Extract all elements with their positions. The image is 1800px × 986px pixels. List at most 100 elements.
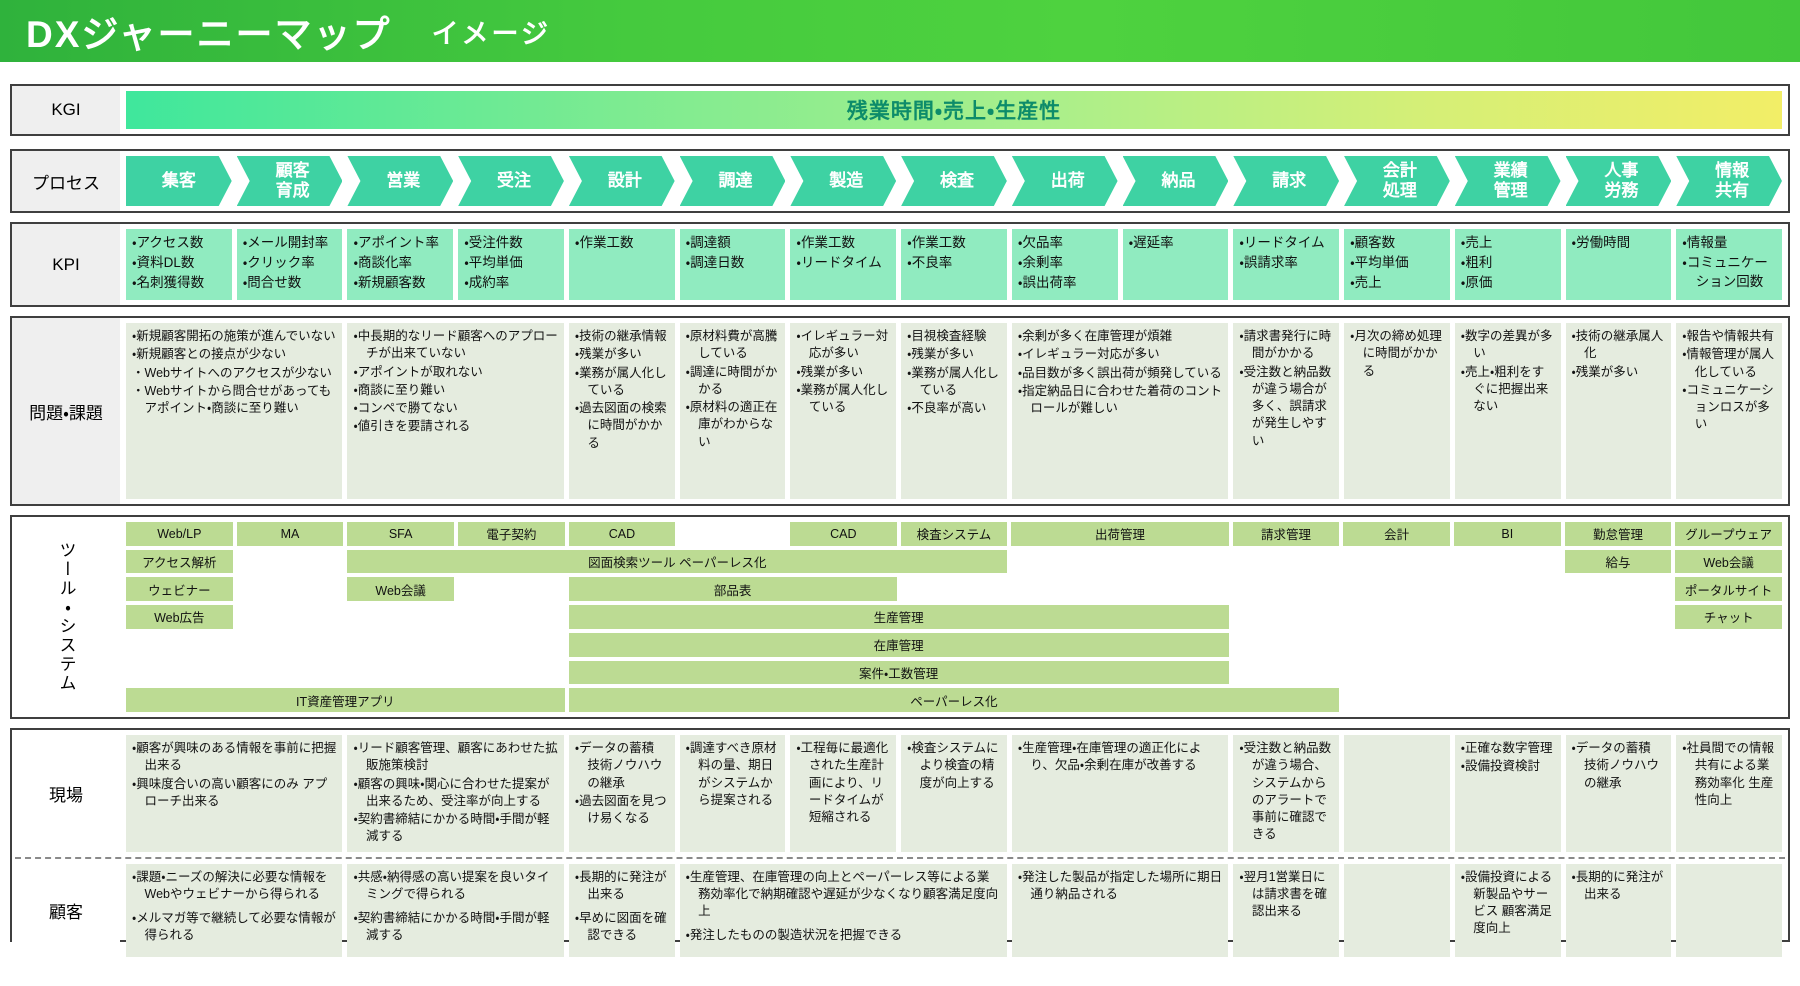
field-cell-4: ・調達すべき原材料の量、期日がシステムから提案される — [679, 735, 786, 852]
customer-item: ・課題・ニーズの解決に必要な情報をWebやウェビナーから得られる — [132, 869, 328, 901]
customer-cell-9: ・長期的に発注が出来る — [1565, 863, 1672, 957]
customer-item: ・翌月1営業日には請求書を確認出来る — [1239, 869, 1327, 919]
customer-cell-8: ・設備投資による新製品やサービス 顧客満足度向上 — [1454, 863, 1561, 957]
problem-item: ・報告や情報共有 — [1682, 329, 1775, 343]
kpi-item: ・余剰率 — [1017, 254, 1063, 270]
kpi-item: ・クリック率 — [242, 254, 315, 270]
process-step-14: 人事 労務 — [1566, 156, 1672, 206]
kpi-item: ・アポイント率 — [353, 235, 440, 250]
tool-chip-16: 給与 — [1564, 549, 1672, 574]
process-step-10: 納品 — [1123, 156, 1229, 206]
problem-cell-12: ・報告や情報共有・情報管理が属人化している・コミュニケーションロスが多い — [1676, 323, 1782, 499]
problem-item: ・不良率が高い — [907, 401, 987, 415]
problem-cell-4: ・原材料費が高騰している・調達に時間がかかる・原材料の適正在庫がわからない — [679, 323, 786, 499]
title-bar: DXジャーニーマップ イメージ — [0, 0, 1800, 62]
field-item: ・検査システムにより検査の精度が向上する — [907, 741, 999, 790]
process-step-13: 業績 管理 — [1455, 156, 1561, 206]
process-step-11: 請求 — [1233, 156, 1339, 206]
problem-item: ・指定納品日に合わせた着荷のコントロールが難しい — [1017, 383, 1223, 415]
kpi-cell-10: ・遅延率 — [1122, 229, 1229, 300]
field-cell-5: ・工程毎に最適化された生産計画により、リードタイムが短縮される — [790, 735, 897, 852]
problem-item: ・コンペで勝てない — [353, 401, 458, 415]
customer-cell-6: ・翌月1営業日には請求書を確認出来る — [1233, 863, 1340, 957]
kpi-item: ・遅延率 — [1128, 235, 1174, 250]
kpi-item: ・リードタイム — [796, 254, 882, 270]
process-step-5: 設計 — [569, 156, 675, 206]
problem-cell-10: ・数字の差異が多い・売上・粗利をすぐに把握出来ない — [1454, 323, 1561, 499]
field-item: ・生産管理・在庫管理の適正化により、欠品・余剰在庫が改善する — [1017, 741, 1202, 773]
tool-chip-14: アクセス解析 — [126, 549, 233, 574]
customer-row-label: 顧客 — [12, 858, 120, 962]
problem-cell-8: ・請求書発行に時間がかかる・受注数と納品数が違う場合が多く、誤請求が発生しやすい — [1233, 323, 1340, 499]
problem-item: ・月次の締め処理に時間がかかる — [1350, 329, 1442, 378]
kpi-item: ・原価 — [1460, 274, 1493, 290]
field-item: ・リード顧客管理、顧客にあわせた拡販施策検討 — [353, 741, 558, 773]
field-cell-10: ・正確な数字管理・設備投資検討 — [1454, 735, 1561, 852]
kpi-item: ・平均単価 — [1350, 254, 1409, 270]
process-step-8: 検査 — [901, 156, 1007, 206]
kpi-cell-2: ・メール開封率・クリック率・問合せ数 — [236, 229, 343, 300]
kpi-item: ・資料DL数 — [132, 254, 195, 270]
field-cell-3: ・データの蓄積 技術ノウハウの継承・過去図面を見つけ易くなる — [568, 735, 675, 852]
problems-row-label: 問題・課題 — [12, 318, 120, 504]
field-item: ・契約書締結にかかる時間・手間が軽減する — [353, 812, 550, 844]
field-subrow: 現場 ・顧客が興味のある情報を事前に把握出来る・興味度合いの高い顧客にのみ アプ… — [12, 730, 1788, 857]
kpi-item: ・メール開封率 — [242, 235, 329, 250]
customer-subrow: 顧客 ・課題・ニーズの解決に必要な情報をWebやウェビナーから得られる・メルマガ… — [12, 858, 1788, 962]
tool-chip-12: 勤怠管理 — [1564, 522, 1672, 546]
field-cell-9 — [1344, 735, 1450, 852]
tool-chip-4: 電子契約 — [457, 522, 565, 546]
process-step-4: 受注 — [458, 156, 564, 206]
field-item: ・顧客が興味のある情報を事前に把握出来る — [132, 741, 337, 773]
kpi-cell-9: ・欠品率・余剰率・誤出荷率 — [1011, 229, 1118, 300]
tool-chip-15: 図面検索ツール ペーパーレス化 — [347, 549, 1008, 574]
field-item: ・過去図面を見つけ易くなる — [574, 793, 667, 825]
tool-chip-25: 在庫管理 — [568, 632, 1229, 657]
field-item: ・興味度合いの高い顧客にのみ アプローチ出来る — [132, 776, 328, 808]
problem-cell-3: ・技術の継承情報・残業が多い・業務が属人化している・過去図面の検索に時間がかかる — [568, 323, 675, 499]
problem-item: ・情報管理が属人化している — [1682, 347, 1775, 379]
problem-item: ・原材料の適正在庫がわからない — [685, 400, 778, 449]
problem-item: ・商談に至り難い — [353, 382, 446, 397]
problem-cell-6: ・目視検査経験・残業が多い・業務が属人化している・不良率が高い — [901, 323, 1007, 499]
kpi-item: ・アクセス数 — [132, 235, 204, 250]
problem-item: ・新規顧客との接点が少ない — [132, 347, 287, 362]
experience-section: 現場 ・顧客が興味のある情報を事前に把握出来る・興味度合いの高い顧客にのみ アプ… — [10, 728, 1790, 962]
kpi-item: ・誤請求率 — [1239, 254, 1298, 270]
customer-item: ・長期的に発注が出来る — [574, 869, 667, 901]
field-cell-12: ・社員間での情報共有による業務効率化 生産性向上 — [1676, 735, 1782, 852]
tool-chip-5: CAD — [568, 522, 676, 546]
customer-item: ・契約書締結にかかる時間・手間が軽減する — [353, 911, 550, 943]
problem-item: ・業務が属人化している — [574, 365, 667, 397]
process-step-1: 集客 — [126, 156, 232, 206]
tool-chip-10: 会計 — [1343, 522, 1450, 546]
kpi-item: ・顧客数 — [1350, 235, 1396, 250]
problem-cell-2: ・中長期的なリード顧客へのアプローチが出来ていない・アポイントが取れない・商談に… — [347, 323, 564, 499]
tool-chip-11: BI — [1453, 522, 1561, 546]
problem-item: ・残業が多い — [796, 364, 864, 379]
field-item: ・受注数と納品数が違う場合、システムからのアラートで事前に確認できる — [1239, 741, 1332, 842]
tool-chip-17: Web会議 — [1675, 549, 1782, 574]
tool-chip-8: 出荷管理 — [1011, 522, 1229, 546]
tool-chip-6: CAD — [789, 522, 897, 546]
problem-item: ・技術の継承情報 — [574, 329, 667, 343]
problem-item: ・目視検査経験 — [907, 329, 987, 343]
page-subtitle: イメージ — [431, 18, 552, 49]
field-item: ・社員間での情報共有による業務効率化 生産性向上 — [1682, 741, 1775, 807]
problem-item: ・技術の継承属人化 — [1571, 329, 1664, 361]
kgi-section: KGI 残業時間・売上・生産性 — [10, 84, 1790, 136]
tool-chip-1: Web/LP — [126, 522, 233, 546]
customer-cell-3: ・長期的に発注が出来る・早めに図面を確認できる — [568, 863, 675, 957]
kpi-cell-15: ・情報量・コミュニケーション回数 — [1676, 229, 1782, 300]
tools-row-label: ツール・システム — [12, 517, 120, 717]
field-cell-6: ・検査システムにより検査の精度が向上する — [901, 735, 1007, 852]
customer-item: ・メルマガ等で継続して必要な情報が得られる — [132, 911, 336, 943]
tool-chip-2: MA — [236, 522, 344, 546]
process-step-12: 会計 処理 — [1344, 156, 1450, 206]
field-item: ・データの蓄積 技術ノウハウの継承 — [574, 741, 663, 790]
process-step-15: 情報 共有 — [1676, 156, 1782, 206]
tool-chip-28: ペーパーレス化 — [568, 688, 1340, 712]
kpi-item: ・欠品率 — [1017, 235, 1063, 250]
problem-item: ・請求書発行に時間がかかる — [1239, 329, 1332, 361]
tool-chip-13: グループウェア — [1675, 522, 1782, 546]
